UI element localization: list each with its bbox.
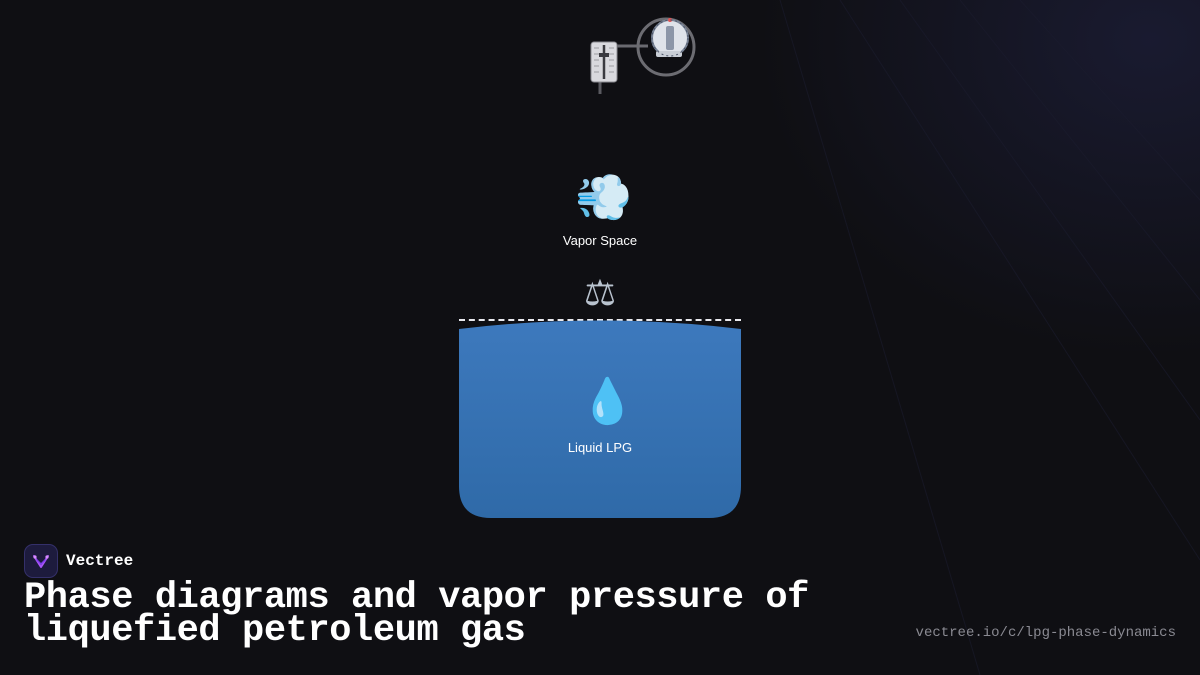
- balance-scale-icon: ⚖: [583, 273, 617, 314]
- title-line-1: Phase diagrams and vapor pressure of: [24, 577, 809, 619]
- vapor-space-label: Vapor Space: [562, 233, 638, 248]
- liquid-lpg-label: Liquid LPG: [567, 440, 633, 455]
- brand-name: Vectree: [66, 552, 134, 570]
- gauge-assembly: [590, 17, 696, 94]
- page-title: Phase diagrams and vapor pressure of liq…: [24, 580, 884, 650]
- brand[interactable]: Vectree: [24, 544, 133, 578]
- vectree-logo-icon: [24, 544, 58, 578]
- liquid-surface-line: [459, 319, 741, 321]
- pressure-gauge-icon: [636, 17, 696, 77]
- title-line-2: liquefied petroleum gas: [24, 610, 526, 652]
- liquid-lpg-body: [459, 320, 741, 518]
- droplet-icon: 💧: [580, 376, 635, 427]
- thermometer-icon: [590, 41, 618, 94]
- dashing-cloud-icon: 💨: [575, 170, 633, 224]
- course-url-link[interactable]: vectree.io/c/lpg-phase-dynamics: [915, 625, 1176, 641]
